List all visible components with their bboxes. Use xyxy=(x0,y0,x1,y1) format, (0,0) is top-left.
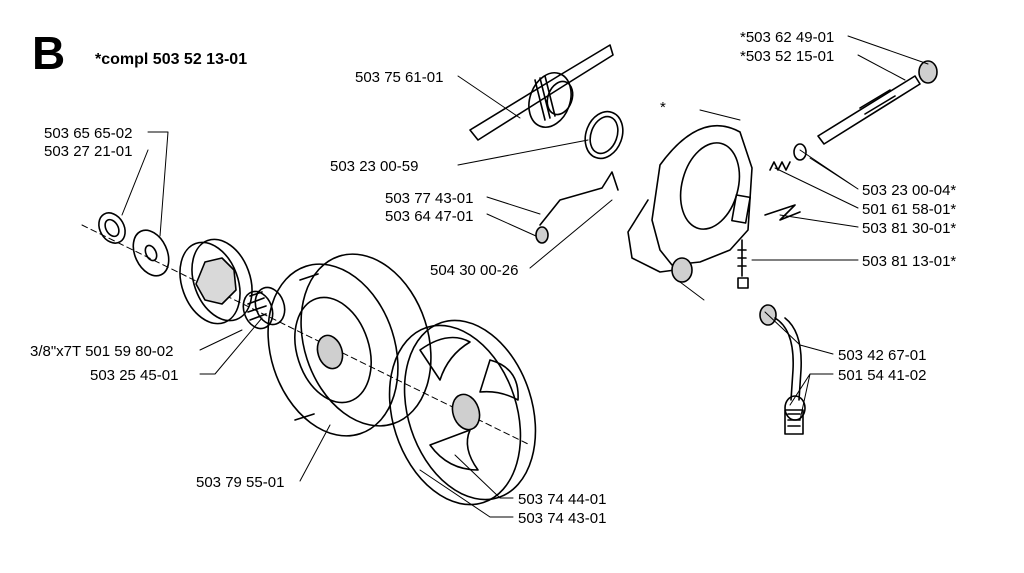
callout-label: 503 42 67-01 xyxy=(838,347,926,364)
callout-label: 503 79 55-01 xyxy=(196,474,284,491)
pump-piston-part xyxy=(817,60,938,145)
clutch-drum-part xyxy=(267,253,432,437)
kit-label: *compl 503 52 13-01 xyxy=(95,51,248,68)
section-letter: B xyxy=(32,27,65,79)
oil-pipe-part xyxy=(535,171,619,244)
rim-sprocket-part xyxy=(179,238,253,325)
clutch-shoes-part xyxy=(388,319,537,506)
callout-label: 501 54 41-02 xyxy=(838,367,926,384)
washer-part xyxy=(132,229,170,277)
asterisk-marker: * xyxy=(660,99,666,116)
callout-label: 501 61 58-01* xyxy=(862,201,956,218)
callout-label: *503 62 49-01 xyxy=(740,29,834,46)
callout-label: 503 74 43-01 xyxy=(518,510,606,527)
clip-part xyxy=(764,204,801,221)
callout-label: 503 23 00-04* xyxy=(862,182,956,199)
callout-label: 503 64 47-01 xyxy=(385,208,473,225)
strainer-part xyxy=(784,409,804,435)
callout-label: 3/8"x7T 501 59 80-02 xyxy=(30,343,174,360)
oil-hose-part xyxy=(759,304,806,421)
callout-label: 503 65 65-02 xyxy=(44,125,132,142)
pump-spring-part xyxy=(769,143,807,171)
callout-label: 503 23 00-59 xyxy=(330,158,418,175)
needle-bearing-part xyxy=(242,286,286,330)
o-ring-part xyxy=(584,110,624,160)
adjusting-screw-part xyxy=(737,239,749,289)
snap-ring-part xyxy=(98,212,126,244)
oil-pump-housing-part xyxy=(627,124,753,283)
worm-gear-part xyxy=(469,44,614,141)
callout-label: 504 30 00-26 xyxy=(430,262,518,279)
callout-label: 503 75 61-01 xyxy=(355,69,443,86)
callout-labels: 503 75 61-01 503 65 65-02 503 27 21-01 5… xyxy=(30,29,956,527)
callout-label: 503 74 44-01 xyxy=(518,491,606,508)
leader-lines xyxy=(121,35,929,518)
callout-label: *503 52 15-01 xyxy=(740,48,834,65)
callout-label: 503 81 13-01* xyxy=(862,253,956,270)
callout-label: 503 27 21-01 xyxy=(44,143,132,160)
callout-label: 503 77 43-01 xyxy=(385,190,473,207)
callout-label: 503 81 30-01* xyxy=(862,220,956,237)
callout-label: 503 25 45-01 xyxy=(90,367,178,384)
